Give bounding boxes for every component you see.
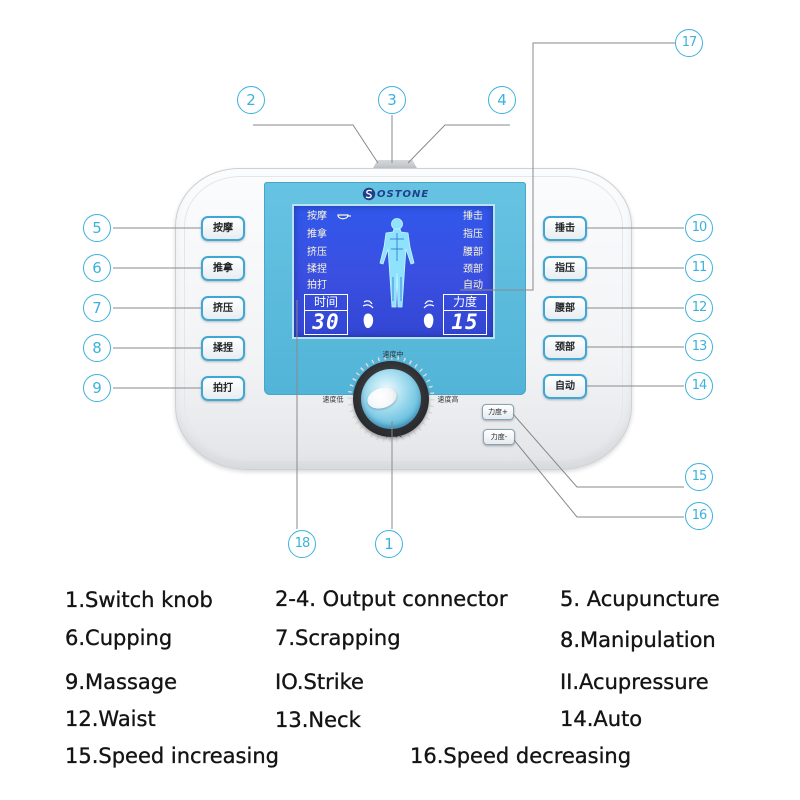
legend-item-8: 8.Manipulation <box>560 628 716 652</box>
output-connector <box>372 160 418 170</box>
callout-16: 16 <box>685 502 713 530</box>
timer-display: 时间 30 <box>304 294 348 335</box>
acupressure-button[interactable]: 指压 <box>543 256 587 281</box>
callout-14: 14 <box>685 372 713 400</box>
lcd-mode-auto: 自动 <box>463 280 483 291</box>
callout-12: 12 <box>685 294 713 322</box>
lcd-mode-massage: 按摩 <box>307 211 327 222</box>
callout-13: 13 <box>685 333 713 361</box>
lcd-mode-tuina: 推拿 <box>307 229 327 240</box>
right-foot-icon <box>423 300 435 329</box>
manipulation-button[interactable]: 揉捏 <box>201 336 245 361</box>
callout-4: 4 <box>488 86 516 114</box>
legend-item-9: 9.Massage <box>65 670 178 694</box>
legend-item-5: 5. Acupuncture <box>560 587 720 611</box>
lcd-mode-strike: 捶击 <box>463 211 483 222</box>
strike-button[interactable]: 捶击 <box>543 216 587 241</box>
timer-label: 时间 <box>305 295 347 311</box>
legend-item-12: 12.Waist <box>65 707 156 731</box>
intensity-up-button[interactable]: 力度+ <box>482 404 514 420</box>
lcd-mode-knead: 揉捏 <box>307 264 327 275</box>
callout-3: 3 <box>378 86 406 114</box>
legend-item-11: II.Acupressure <box>560 670 709 694</box>
callout-6: 6 <box>83 254 111 282</box>
auto-button[interactable]: 自动 <box>543 374 587 399</box>
waist-button[interactable]: 腰部 <box>543 296 587 321</box>
legend-item-13: 13.Neck <box>275 708 361 732</box>
legend-item-6: 6.Cupping <box>65 626 173 650</box>
brand-name: OSTONE <box>377 188 430 200</box>
left-foot-icon <box>362 300 374 329</box>
knob-label-speed-mid: 速度中 <box>382 350 404 359</box>
callout-11: 11 <box>685 254 713 282</box>
callout-15: 15 <box>685 463 713 491</box>
acupuncture-button[interactable]: 按摩 <box>201 216 245 241</box>
legend-item-7: 7.Scrapping <box>275 626 401 650</box>
intensity-label: 力度 <box>444 295 486 311</box>
legend-item-10: IO.Strike <box>275 670 364 694</box>
legend-item-16: 16.Speed decreasing <box>410 744 632 768</box>
intensity-value: 15 <box>451 310 479 334</box>
brand-logo: OSTONE <box>362 186 429 202</box>
callout-5: 5 <box>83 214 111 242</box>
lcd-screen: 按摩 推拿 挤压 揉捏 拍打 捶击 指压 腰部 颈部 自动 <box>292 204 495 339</box>
callout-7: 7 <box>83 294 111 322</box>
massage-button[interactable]: 拍打 <box>201 376 245 401</box>
legend-item-2-4: 2-4. Output connector <box>275 587 508 611</box>
lcd-mode-acupressure: 指压 <box>463 229 483 240</box>
callout-2: 2 <box>237 86 265 114</box>
device-face-rim <box>184 176 623 460</box>
knob-label-power: 开/关 <box>385 430 403 439</box>
legend-item-14: 14.Auto <box>560 707 643 731</box>
brand-swirl-icon <box>362 187 376 201</box>
callout-1: 1 <box>375 530 403 558</box>
callout-8: 8 <box>83 334 111 362</box>
neck-button[interactable]: 颈部 <box>543 335 587 360</box>
timer-value: 30 <box>312 310 340 334</box>
lcd-mode-neck: 颈部 <box>463 264 483 275</box>
cupping-icon <box>337 214 351 220</box>
legend-item-1: 1.Switch knob <box>65 588 213 612</box>
callout-9: 9 <box>83 374 111 402</box>
callout-18: 18 <box>288 530 316 558</box>
scrapping-button[interactable]: 挤压 <box>201 296 245 321</box>
legend-item-15: 15.Speed increasing <box>65 744 279 768</box>
lcd-mode-waist: 腰部 <box>463 247 483 258</box>
intensity-down-button[interactable]: 力度- <box>483 429 515 445</box>
lcd-mode-pat: 拍打 <box>307 280 327 291</box>
knob-label-speed-high: 速度高 <box>437 395 459 404</box>
leader-line-2 <box>253 124 379 164</box>
callout-10: 10 <box>685 214 713 242</box>
leader-line-4 <box>407 124 510 164</box>
cupping-button[interactable]: 推拿 <box>201 256 245 281</box>
intensity-display: 力度 15 <box>443 294 487 335</box>
body-figure-icon <box>379 218 415 308</box>
callout-17: 17 <box>675 29 703 57</box>
knob-label-speed-low: 速度低 <box>322 395 344 404</box>
lcd-mode-squeeze: 挤压 <box>307 247 327 258</box>
